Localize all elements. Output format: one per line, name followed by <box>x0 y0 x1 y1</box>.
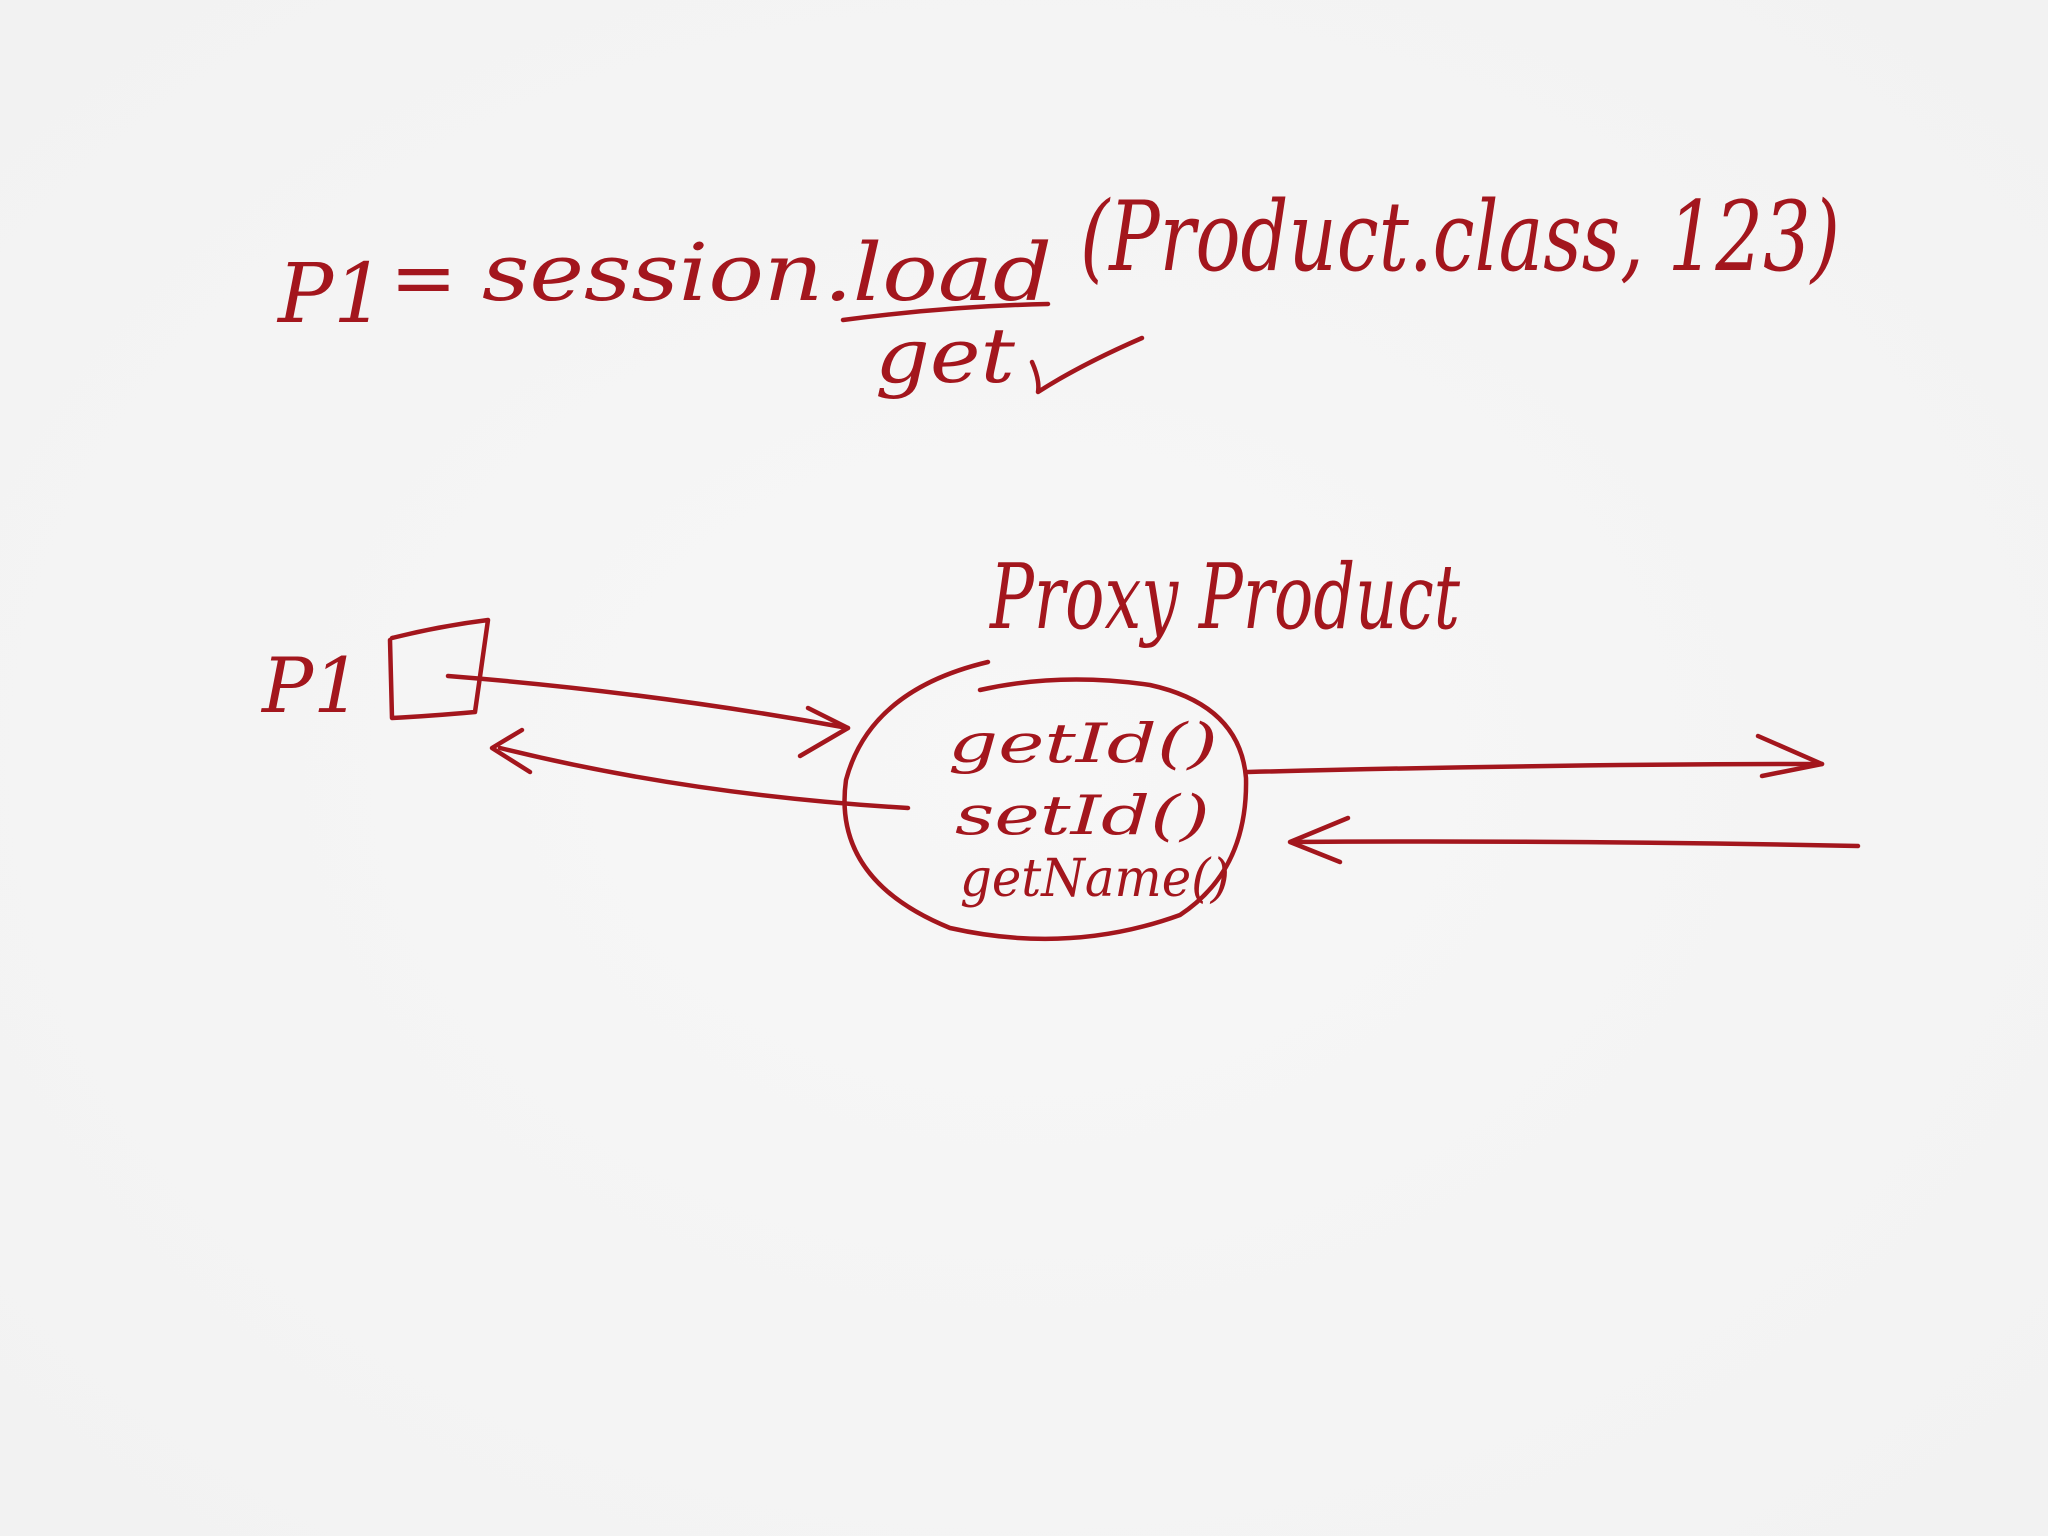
load-underline <box>840 301 1051 323</box>
equation-call: session.load <box>482 226 1052 319</box>
arrow-to-proxy <box>445 673 851 731</box>
equation-alternative: get <box>875 311 1016 400</box>
equation-lhs: P1 <box>276 247 385 342</box>
check-mark-icon <box>1029 335 1145 395</box>
arrow-to-reference-head <box>489 727 533 775</box>
reference-label: P1 <box>260 641 362 730</box>
arrow-incoming <box>1289 839 1861 849</box>
equation-args: (Product.class, 123) <box>1080 181 1840 293</box>
reference-box <box>387 617 491 721</box>
arrow-outgoing-head <box>1755 733 1825 779</box>
arrow-incoming-head <box>1287 815 1351 865</box>
proxy-oval <box>842 659 1249 942</box>
method-item: getId() <box>948 712 1218 775</box>
proxy-title: Proxy Product <box>989 545 1461 650</box>
arrow-to-proxy-head <box>797 705 851 759</box>
arrow-to-reference <box>497 745 911 811</box>
arrow-outgoing <box>1245 761 1825 775</box>
equation-equals: = <box>390 231 457 324</box>
method-item: getName() <box>960 849 1230 909</box>
method-item: setId() <box>955 784 1210 847</box>
